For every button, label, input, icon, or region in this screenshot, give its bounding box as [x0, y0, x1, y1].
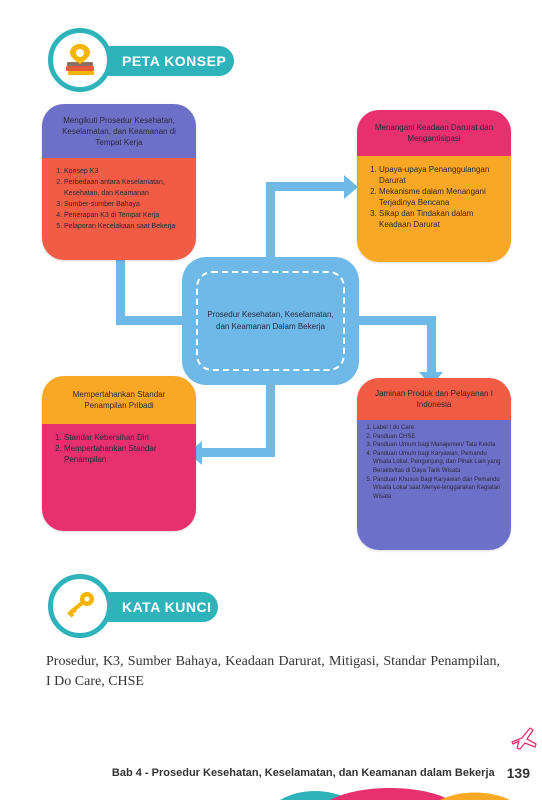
card-top-right: Menangani Keadaan Darurat dan Mengantisi… [357, 110, 511, 262]
concept-section-title: PETA KONSEP [96, 46, 234, 76]
connector-bottom-right-horizontal [355, 316, 435, 325]
card-bottom-left-body: Standar Kebersihan Diri Mempertahankan S… [42, 424, 196, 531]
connector-top-right-horizontal [266, 182, 346, 191]
card-bottom-left-title: Mempertahankan Standar Penampilan Pribad… [42, 376, 196, 424]
list-item: Label I do Care [373, 424, 505, 433]
concept-map-center: Prosedur Kesehatan, Keselamatan, dan Kea… [182, 257, 359, 385]
list-item: Panduan Umum bagi Karyawan, Pemandu Wisa… [373, 450, 505, 476]
list-item: Panduan CHSE [373, 433, 505, 442]
keywords-text: Prosedur, K3, Sumber Bahaya, Keadaan Dar… [46, 654, 500, 689]
card-top-left-title: Mengikuti Prosedur Kesehatan, Keselamata… [42, 104, 196, 158]
card-bottom-right-title: Jaminan Produk dan Pelayanan I Indonesia [357, 378, 511, 420]
arrow-right-top [344, 175, 358, 199]
page-footer: Bab 4 - Prosedur Kesehatan, Keselamatan,… [82, 763, 530, 783]
footer-decoration [280, 788, 510, 800]
card-bottom-right: Jaminan Produk dan Pelayanan I Indonesia… [357, 378, 511, 550]
concept-section-label: PETA KONSEP [122, 53, 227, 69]
card-bottom-left: Mempertahankan Standar Penampilan Pribad… [42, 376, 196, 531]
connector-bottom-left-horizontal [200, 448, 275, 457]
list-item: Perbedaan antara Keselamatan, Kesehatan,… [64, 177, 188, 199]
list-item: Mempertahankan Standar Penampilan [64, 443, 188, 465]
key-icon [48, 574, 112, 638]
card-top-left: Mengikuti Prosedur Kesehatan, Keselamata… [42, 104, 196, 260]
card-top-right-title: Menangani Keadaan Darurat dan Mengantisi… [357, 110, 511, 156]
chapter-title: Bab 4 - Prosedur Kesehatan, Keselamatan,… [111, 767, 495, 779]
card-bottom-right-body: Label I do Care Panduan CHSE Panduan Umu… [357, 420, 511, 550]
card-top-left-body: Konsep K3 Perbedaan antara Keselamatan, … [42, 158, 196, 260]
connector-top-left [116, 258, 125, 324]
list-item: Standar Kebersihan Diri [64, 432, 188, 443]
list-item: Sumber-sumber Bahaya [64, 199, 188, 210]
connector-top-right-vertical [266, 182, 275, 262]
map-pin-book-icon [48, 28, 112, 92]
airplane-icon [511, 727, 537, 750]
card-top-right-body: Upaya-upaya Penanggulangan Darurat Mekan… [357, 156, 511, 262]
list-item: Upaya-upaya Penanggulangan Darurat [379, 164, 501, 186]
keyword-section-title: KATA KUNCI [96, 592, 218, 622]
list-item: Sikap dan Tindakan dalam Keadaan Darurat [379, 208, 501, 230]
page-number: 139 [506, 765, 530, 781]
list-item: Panduan Umum bagi Manajemen/ Tata Kelola [373, 441, 505, 450]
connector-top-left-horizontal [116, 316, 186, 325]
connector-bottom-right-vertical [427, 316, 436, 376]
keyword-section-label: KATA KUNCI [122, 599, 212, 615]
concept-map-center-title: Prosedur Kesehatan, Keselamatan, dan Kea… [196, 271, 345, 371]
list-item: Panduan Khusus Bagi Karyawan dan Pemandu… [373, 476, 505, 502]
list-item: Mekanisme dalam Menangani Terjadinya Ben… [379, 186, 501, 208]
list-item: Penerapan K3 di Tempat Kerja [64, 210, 188, 221]
connector-bottom-left-vertical [266, 380, 275, 456]
list-item: Konsep K3 [64, 166, 188, 177]
list-item: Pelaporan Kecelakaan saat Bekerja [64, 221, 188, 232]
